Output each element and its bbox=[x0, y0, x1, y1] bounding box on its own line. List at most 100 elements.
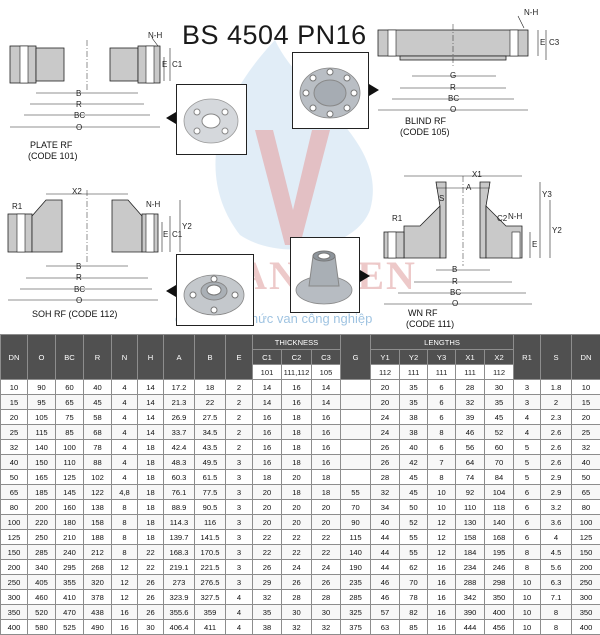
table-cell: 18 bbox=[138, 500, 164, 515]
table-cell: 60 bbox=[56, 380, 84, 395]
table-cell: 300 bbox=[572, 590, 600, 605]
table-cell: 30 bbox=[312, 605, 341, 620]
table-cell: 10 bbox=[514, 620, 541, 635]
table-cell: 20 bbox=[371, 395, 400, 410]
table-cell: 2.9 bbox=[541, 470, 572, 485]
table-cell: 2 bbox=[226, 380, 253, 395]
table-cell: 10 bbox=[514, 605, 541, 620]
table-cell: 16 bbox=[253, 455, 282, 470]
table-cell: 8 bbox=[112, 500, 138, 515]
table-cell: 10 bbox=[428, 485, 456, 500]
table-cell: 7.1 bbox=[541, 590, 572, 605]
table-cell: 188 bbox=[84, 530, 112, 545]
table-cell: 170.5 bbox=[195, 545, 226, 560]
table-cell: 18 bbox=[282, 455, 312, 470]
table-cell: 16 bbox=[428, 620, 456, 635]
table-cell: 2.6 bbox=[541, 425, 572, 440]
table-cell: 26 bbox=[138, 605, 164, 620]
table-cell: 65 bbox=[56, 395, 84, 410]
table-cell: 49.5 bbox=[195, 455, 226, 470]
table-cell: 40 bbox=[572, 455, 600, 470]
table-cell bbox=[341, 455, 371, 470]
table-cell: 85 bbox=[56, 425, 84, 440]
label-wn-nh: N-H bbox=[508, 212, 522, 221]
col-g: G bbox=[341, 335, 371, 380]
table-cell: 520 bbox=[28, 605, 56, 620]
label-wn-y2: Y2 bbox=[552, 226, 562, 235]
group-lengths: LENGTHS bbox=[371, 335, 514, 350]
table-cell: 104 bbox=[485, 485, 514, 500]
table-cell: 2 bbox=[226, 440, 253, 455]
table-cell: 3 bbox=[226, 485, 253, 500]
label-wn-x1: X1 bbox=[472, 170, 482, 179]
table-cell: 210 bbox=[56, 530, 84, 545]
table-cell: 3.2 bbox=[541, 500, 572, 515]
table-cell: 4 bbox=[112, 410, 138, 425]
table-cell: 76.1 bbox=[164, 485, 195, 500]
table-cell: 42 bbox=[400, 455, 428, 470]
table-cell: 125 bbox=[572, 530, 600, 545]
table-cell: 8 bbox=[428, 425, 456, 440]
table-cell: 32 bbox=[1, 440, 28, 455]
table-cell: 460 bbox=[28, 590, 56, 605]
table-cell bbox=[341, 410, 371, 425]
table-cell: 22 bbox=[312, 545, 341, 560]
table-cell: 26 bbox=[282, 575, 312, 590]
table-cell: 12 bbox=[428, 530, 456, 545]
table-cell: 160 bbox=[56, 500, 84, 515]
table-cell: 350 bbox=[1, 605, 28, 620]
table-cell: 90 bbox=[341, 515, 371, 530]
table-cell: 15 bbox=[1, 395, 28, 410]
col-h: H bbox=[138, 335, 164, 380]
table-cell: 70 bbox=[341, 500, 371, 515]
table-cell: 1.8 bbox=[541, 380, 572, 395]
col-dn-right: DN bbox=[572, 335, 600, 380]
table-cell: 22 bbox=[282, 545, 312, 560]
col-e: E bbox=[226, 335, 253, 380]
table-cell: 45 bbox=[485, 410, 514, 425]
code-c3: 105 bbox=[312, 365, 341, 380]
table-cell: 342 bbox=[456, 590, 485, 605]
code-c1: 101 bbox=[253, 365, 282, 380]
label-wn-s: S bbox=[439, 194, 444, 203]
table-cell: 2 bbox=[226, 395, 253, 410]
table-cell: 5 bbox=[514, 470, 541, 485]
table-cell: 26 bbox=[138, 590, 164, 605]
table-cell: 180 bbox=[56, 515, 84, 530]
table-cell: 3 bbox=[514, 380, 541, 395]
table-cell: 62 bbox=[400, 560, 428, 575]
table-cell: 141.5 bbox=[195, 530, 226, 545]
table-cell: 6 bbox=[514, 515, 541, 530]
table-cell: 4 bbox=[226, 620, 253, 635]
table-cell: 14 bbox=[253, 395, 282, 410]
code-y2: 111 bbox=[400, 365, 428, 380]
table-cell: 3 bbox=[226, 575, 253, 590]
table-cell: 355 bbox=[56, 575, 84, 590]
table-cell: 246 bbox=[485, 560, 514, 575]
table-cell: 276.5 bbox=[195, 575, 226, 590]
table-cell: 295 bbox=[56, 560, 84, 575]
table-cell: 114.3 bbox=[164, 515, 195, 530]
table-cell: 235 bbox=[341, 575, 371, 590]
table-cell: 22 bbox=[282, 530, 312, 545]
table-cell: 40 bbox=[371, 515, 400, 530]
table-cell: 110 bbox=[456, 500, 485, 515]
label-wn-r: R bbox=[452, 277, 458, 286]
table-cell: 150 bbox=[1, 545, 28, 560]
table-cell: 38 bbox=[253, 620, 282, 635]
table-cell: 18 bbox=[282, 425, 312, 440]
table-cell: 88.9 bbox=[164, 500, 195, 515]
table-cell: 8 bbox=[541, 620, 572, 635]
table-cell: 48.3 bbox=[164, 455, 195, 470]
table-cell: 16 bbox=[312, 410, 341, 425]
table-cell: 10 bbox=[572, 380, 600, 395]
table-cell: 400 bbox=[1, 620, 28, 635]
table-cell: 40 bbox=[400, 440, 428, 455]
table-cell: 18 bbox=[138, 440, 164, 455]
